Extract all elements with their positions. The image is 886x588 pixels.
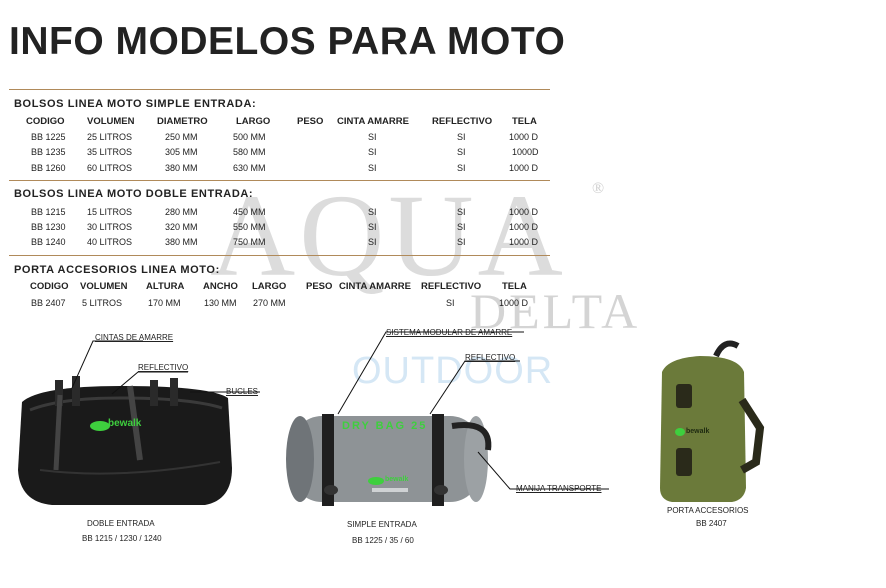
watermark-registered: ® xyxy=(592,180,605,197)
cell-volumen: 60 LITROS xyxy=(87,163,133,173)
cell-reflectivo: SI xyxy=(457,132,466,142)
col-header-reflectivo: REFLECTIVO xyxy=(421,281,482,292)
simple-entry-bag xyxy=(286,414,492,506)
page-title: INFO MODELOS PARA MOTO xyxy=(9,20,566,63)
cell-largo: 450 MM xyxy=(233,207,266,217)
cell-tela: 1000 D xyxy=(509,207,539,217)
cell-largo: 270 MM xyxy=(253,298,286,308)
caption-porta-name: PORTA ACCESORIOS xyxy=(667,506,749,515)
bag-print-simple: DRY BAG 25 xyxy=(342,420,428,432)
cell-largo: 580 MM xyxy=(233,147,266,157)
cell-largo: 550 MM xyxy=(233,222,266,232)
double-entry-bag xyxy=(18,376,232,505)
col-header-volumen: VOLUMEN xyxy=(87,116,135,127)
col-header-tela: TELA xyxy=(512,116,537,127)
cell-reflectivo: SI xyxy=(457,147,466,157)
cell-reflectivo: SI xyxy=(457,237,466,247)
watermark-aqua: AQUA xyxy=(210,170,567,301)
divider xyxy=(9,89,550,90)
col-header-peso: PESO xyxy=(306,281,333,292)
cell-cinta: SI xyxy=(368,147,377,157)
watermark-delta: DELTA xyxy=(470,283,641,339)
cell-reflectivo: SI xyxy=(457,222,466,232)
cell-codigo: BB 1260 xyxy=(31,163,66,173)
label-reflectivo-left: REFLECTIVO xyxy=(138,363,189,372)
cell-tela: 1000 D xyxy=(499,298,529,308)
caption-doble-name: DOBLE ENTRADA xyxy=(87,519,155,528)
cell-volumen: 30 LITROS xyxy=(87,222,133,232)
caption-porta-codes: BB 2407 xyxy=(696,519,727,528)
section-heading-porta: PORTA ACCESORIOS LINEA MOTO: xyxy=(14,264,220,276)
cell-codigo: BB 1215 xyxy=(31,207,66,217)
cell-diametro: 380 MM xyxy=(165,237,198,247)
col-header-codigo: CODIGO xyxy=(30,281,69,292)
cell-diametro: 280 MM xyxy=(165,207,198,217)
brand-logo-porta: bewalk xyxy=(686,428,710,435)
cell-volumen: 15 LITROS xyxy=(87,207,133,217)
cell-codigo: BB 2407 xyxy=(31,298,66,308)
cell-codigo: BB 1225 xyxy=(31,132,66,142)
col-header-codigo: CODIGO xyxy=(26,116,65,127)
caption-doble-codes: BB 1215 / 1230 / 1240 xyxy=(82,534,162,543)
cell-cinta: SI xyxy=(368,163,377,173)
cell-tela: 1000D xyxy=(512,147,539,157)
col-header-largo: LARGO xyxy=(252,281,287,292)
label-cintas-amarre: CINTAS DE AMARRE xyxy=(95,333,174,342)
cell-largo: 500 MM xyxy=(233,132,266,142)
cell-largo: 750 MM xyxy=(233,237,266,247)
brand-logo-doble: bewalk xyxy=(108,418,142,429)
col-header-altura: ALTURA xyxy=(146,281,185,292)
cell-diametro: 380 MM xyxy=(165,163,198,173)
cell-volumen: 5 LITROS xyxy=(82,298,123,308)
cell-codigo: BB 1240 xyxy=(31,237,66,247)
cell-volumen: 35 LITROS xyxy=(87,147,133,157)
cell-cinta: SI xyxy=(368,222,377,232)
col-header-cinta: CINTA AMARRE xyxy=(339,281,411,292)
cell-tela: 1000 D xyxy=(509,132,539,142)
porta-accesorios-bag xyxy=(660,340,765,502)
cell-altura: 170 MM xyxy=(148,298,181,308)
cell-diametro: 305 MM xyxy=(165,147,198,157)
cell-tela: 1000 D xyxy=(509,163,539,173)
cell-cinta: SI xyxy=(368,207,377,217)
cell-tela: 1000 D xyxy=(509,222,539,232)
cell-largo: 630 MM xyxy=(233,163,266,173)
cell-cinta: SI xyxy=(368,132,377,142)
col-header-peso: PESO xyxy=(297,116,324,127)
cell-reflectivo: SI xyxy=(457,207,466,217)
caption-simple-name: SIMPLE ENTRADA xyxy=(347,520,417,529)
cell-tela: 1000 D xyxy=(509,237,539,247)
cell-volumen: 25 LITROS xyxy=(87,132,133,142)
brand-logo-simple: bewalk xyxy=(385,476,409,483)
label-manija-transporte: MANIJA TRANSPORTE xyxy=(516,484,602,493)
section-heading-simple: BOLSOS LINEA MOTO SIMPLE ENTRADA: xyxy=(14,98,257,110)
col-header-reflectivo: REFLECTIVO xyxy=(432,116,493,127)
cell-codigo: BB 1230 xyxy=(31,222,66,232)
col-header-cinta: CINTA AMARRE xyxy=(337,116,409,127)
leader-lines xyxy=(71,331,609,490)
cell-cinta: SI xyxy=(368,237,377,247)
cell-diametro: 250 MM xyxy=(165,132,198,142)
cell-reflectivo: SI xyxy=(446,298,455,308)
label-sistema-modular: SISTEMA MODULAR DE AMARRE xyxy=(386,328,513,337)
cell-volumen: 40 LITROS xyxy=(87,237,133,247)
col-header-largo: LARGO xyxy=(236,116,271,127)
watermark-outdoor: OUTDOOR xyxy=(352,350,554,392)
label-bucles: BUCLES xyxy=(226,387,259,396)
cell-reflectivo: SI xyxy=(457,163,466,173)
caption-simple-codes: BB 1225 / 35 / 60 xyxy=(352,536,414,545)
col-header-ancho: ANCHO xyxy=(203,281,238,292)
cell-diametro: 320 MM xyxy=(165,222,198,232)
col-header-volumen: VOLUMEN xyxy=(80,281,128,292)
divider xyxy=(9,180,550,181)
cell-codigo: BB 1235 xyxy=(31,147,66,157)
cell-ancho: 130 MM xyxy=(204,298,237,308)
col-header-diametro: DIAMETRO xyxy=(157,116,208,127)
divider xyxy=(9,255,550,256)
col-header-tela: TELA xyxy=(502,281,527,292)
label-reflectivo-mid: REFLECTIVO xyxy=(465,353,516,362)
section-heading-doble: BOLSOS LINEA MOTO DOBLE ENTRADA: xyxy=(14,188,254,200)
